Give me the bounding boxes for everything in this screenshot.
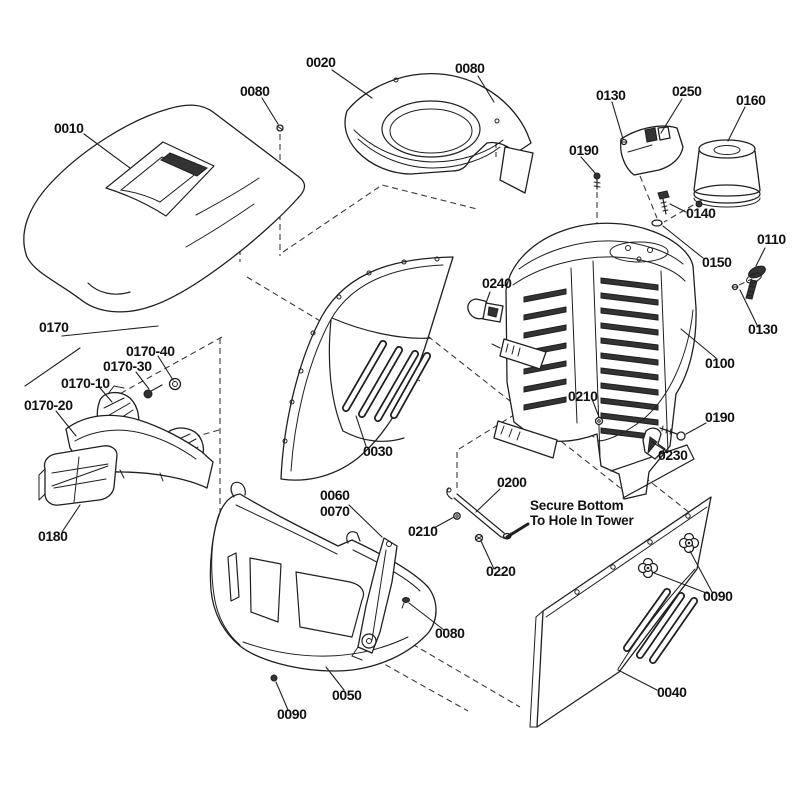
nut-0210-rod	[453, 512, 461, 520]
retainer-clip-0090	[637, 557, 659, 579]
screw-0080-hood	[276, 124, 284, 132]
part-label-0060[interactable]: 0060	[320, 487, 350, 503]
part-label-0220[interactable]: 0220	[486, 563, 516, 579]
part-label-0080-hood[interactable]: 0080	[240, 83, 270, 99]
clip-0210-tower	[594, 416, 604, 426]
screw-0130-rivet	[731, 283, 739, 291]
part-label-0160[interactable]: 0160	[736, 92, 766, 108]
screw-0190-tower	[593, 172, 601, 190]
part-label-0170[interactable]: 0170	[39, 319, 69, 335]
part-label-0080-strut[interactable]: 0080	[435, 625, 465, 641]
debris-cup-part	[693, 139, 761, 208]
assembly-note-line2: To Hole In Tower	[530, 513, 634, 528]
part-label-0110[interactable]: 0110	[757, 231, 786, 247]
latch-bracket-0240	[467, 298, 504, 323]
part-label-0190-tower[interactable]: 0190	[569, 142, 599, 158]
assembly-note-line1: Secure Bottom	[530, 498, 624, 513]
part-label-0170-30[interactable]: 0170-30	[103, 358, 152, 374]
part-label-0180[interactable]: 0180	[38, 528, 68, 544]
nut-0170-40	[168, 377, 182, 391]
part-label-0130-key[interactable]: 0130	[748, 321, 778, 337]
grille-shroud-part	[344, 72, 534, 194]
part-label-0100[interactable]: 0100	[705, 355, 735, 371]
part-label-0200[interactable]: 0200	[497, 474, 527, 490]
hood-part	[23, 104, 306, 313]
bolt-0170-30	[143, 389, 153, 399]
hinge-strut-part	[351, 537, 398, 661]
screw-0080-strut	[401, 597, 410, 609]
left-side-panel-part	[280, 256, 454, 481]
retainer-clip-0090	[678, 532, 700, 554]
part-label-0170-20[interactable]: 0170-20	[24, 397, 73, 413]
part-label-0170-40[interactable]: 0170-40	[126, 343, 175, 359]
part-label-0040[interactable]: 0040	[657, 684, 687, 700]
part-label-0230[interactable]: 0230	[658, 447, 688, 463]
bolt-0140	[657, 190, 670, 215]
screw-0190-bracket	[659, 425, 686, 441]
part-label-0030[interactable]: 0030	[363, 443, 393, 459]
part-label-0090-fascia[interactable]: 0090	[277, 706, 307, 722]
part-label-0140[interactable]: 0140	[686, 205, 716, 221]
right-side-panel-part	[529, 496, 712, 728]
leader-lines	[55, 69, 766, 711]
part-label-0080-grille[interactable]: 0080	[455, 60, 485, 76]
part-label-0250[interactable]: 0250	[672, 83, 702, 99]
lower-grille-insert-part	[38, 445, 118, 506]
part-label-0210-rod[interactable]: 0210	[408, 523, 438, 539]
part-label-0090-panel[interactable]: 0090	[703, 588, 733, 604]
push-rivet-0110	[745, 265, 766, 300]
part-label-0050[interactable]: 0050	[332, 687, 362, 703]
screw-0130-dash	[620, 138, 628, 146]
dash-cover-part	[619, 125, 684, 176]
note-arrow	[505, 522, 530, 539]
part-label-0150[interactable]: 0150	[702, 254, 732, 270]
part-label-0210-tower[interactable]: 0210	[568, 388, 598, 404]
assembly-note: Secure Bottom To Hole In Tower	[530, 498, 634, 528]
part-label-0190-bracket[interactable]: 0190	[705, 409, 735, 425]
part-label-0010[interactable]: 0010	[54, 120, 84, 136]
screw-0090-fascia	[270, 674, 278, 682]
support-rod-part	[446, 487, 512, 543]
part-label-0130-dash[interactable]: 0130	[596, 87, 626, 103]
part-label-0170-10[interactable]: 0170-10	[61, 375, 110, 391]
part-label-0020[interactable]: 0020	[306, 54, 336, 70]
part-label-0240[interactable]: 0240	[482, 275, 512, 291]
part-label-0070[interactable]: 0070	[320, 503, 350, 519]
